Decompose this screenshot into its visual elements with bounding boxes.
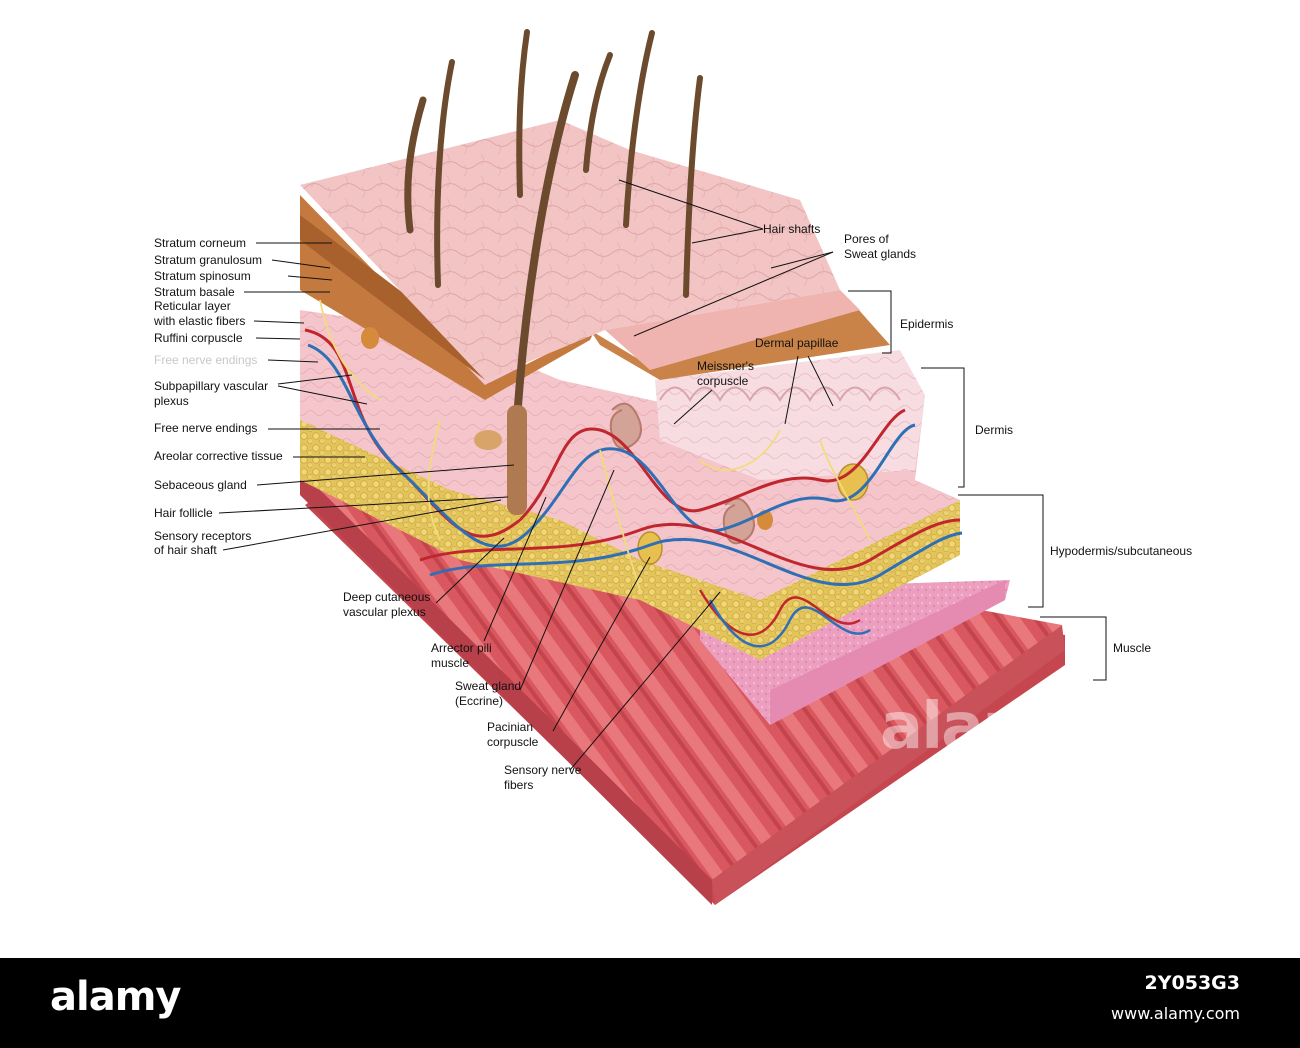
label-pores-line1: Pores of — [844, 232, 889, 246]
label-meissners-line2: corpuscle — [697, 374, 749, 388]
label-hair-follicle: Hair follicle — [154, 506, 213, 520]
label-sensory-receptors-line2: of hair shaft — [154, 543, 217, 557]
label-stratum-granulosum: Stratum granulosum — [154, 253, 263, 267]
label-arrector-pili-line2: muscle — [431, 656, 470, 670]
label-sweat-gland-line2: (Eccrine) — [455, 694, 504, 708]
label-arrector-pili-line1: Arrector pili — [431, 641, 492, 655]
label-free-nerve-endings-upper: Free nerve endings — [154, 353, 258, 367]
label-sensory-nerve-line1: Sensory nerve — [504, 763, 582, 777]
leader-lines — [218, 179, 1107, 771]
image-id-text: 2Y053G3 — [1144, 972, 1240, 994]
label-epidermis: Epidermis — [900, 317, 954, 331]
label-reticular-layer-line1: Reticular layer — [154, 299, 231, 313]
label-stratum-corneum: Stratum corneum — [154, 236, 247, 250]
watermark-logo: alamy — [880, 690, 1089, 764]
muscle-layer — [300, 470, 1065, 905]
label-ruffini-corpuscle: Ruffini corpuscle — [154, 331, 243, 345]
label-areolar-tissue: Areolar corrective tissue — [154, 449, 283, 463]
label-deep-cutaneous-line2: vascular plexus — [343, 605, 426, 619]
label-pores-line2: Sweat glands — [844, 247, 917, 261]
skin-cross-section-illustration — [218, 29, 1107, 905]
label-stratum-basale: Stratum basale — [154, 285, 235, 299]
vessels-and-nerves — [304, 299, 963, 648]
label-sweat-gland-line1: Sweat gland — [455, 679, 522, 693]
hair-shafts — [404, 29, 703, 424]
label-stratum-spinosum: Stratum spinosum — [154, 269, 251, 283]
label-pacinian-line1: Pacinian — [487, 720, 534, 734]
epidermis-surface — [300, 120, 860, 380]
label-sebaceous-gland: Sebaceous gland — [154, 478, 247, 492]
label-sensory-nerve-line2: fibers — [504, 778, 534, 792]
brand-logo: alamy — [50, 974, 181, 1020]
label-deep-cutaneous-line1: Deep cutaneous — [343, 590, 431, 604]
label-reticular-layer-line2: with elastic fibers — [154, 314, 246, 328]
label-subpapillary-plexus-line2: plexus — [154, 394, 189, 408]
label-meissners-line1: Meissner's — [697, 359, 754, 373]
label-pacinian-line2: corpuscle — [487, 735, 539, 749]
label-hypodermis: Hypodermis/subcutaneous — [1050, 544, 1193, 558]
site-url-text: www.alamy.com — [1111, 1004, 1240, 1023]
label-sensory-receptors-line1: Sensory receptors — [154, 529, 252, 543]
skin-anatomy-diagram: Stratum corneum Stratum granulosum Strat… — [154, 29, 1193, 905]
label-hair-shafts: Hair shafts — [763, 222, 821, 236]
label-muscle: Muscle — [1113, 641, 1152, 655]
stock-footer-bar: alamy 2Y053G3 www.alamy.com — [0, 958, 1300, 1048]
label-subpapillary-plexus-line1: Subpapillary vascular — [154, 379, 269, 393]
label-dermis: Dermis — [975, 423, 1013, 437]
follicle-and-glands — [361, 327, 869, 565]
label-free-nerve-endings: Free nerve endings — [154, 421, 258, 435]
label-dermal-papillae: Dermal papillae — [755, 336, 839, 350]
